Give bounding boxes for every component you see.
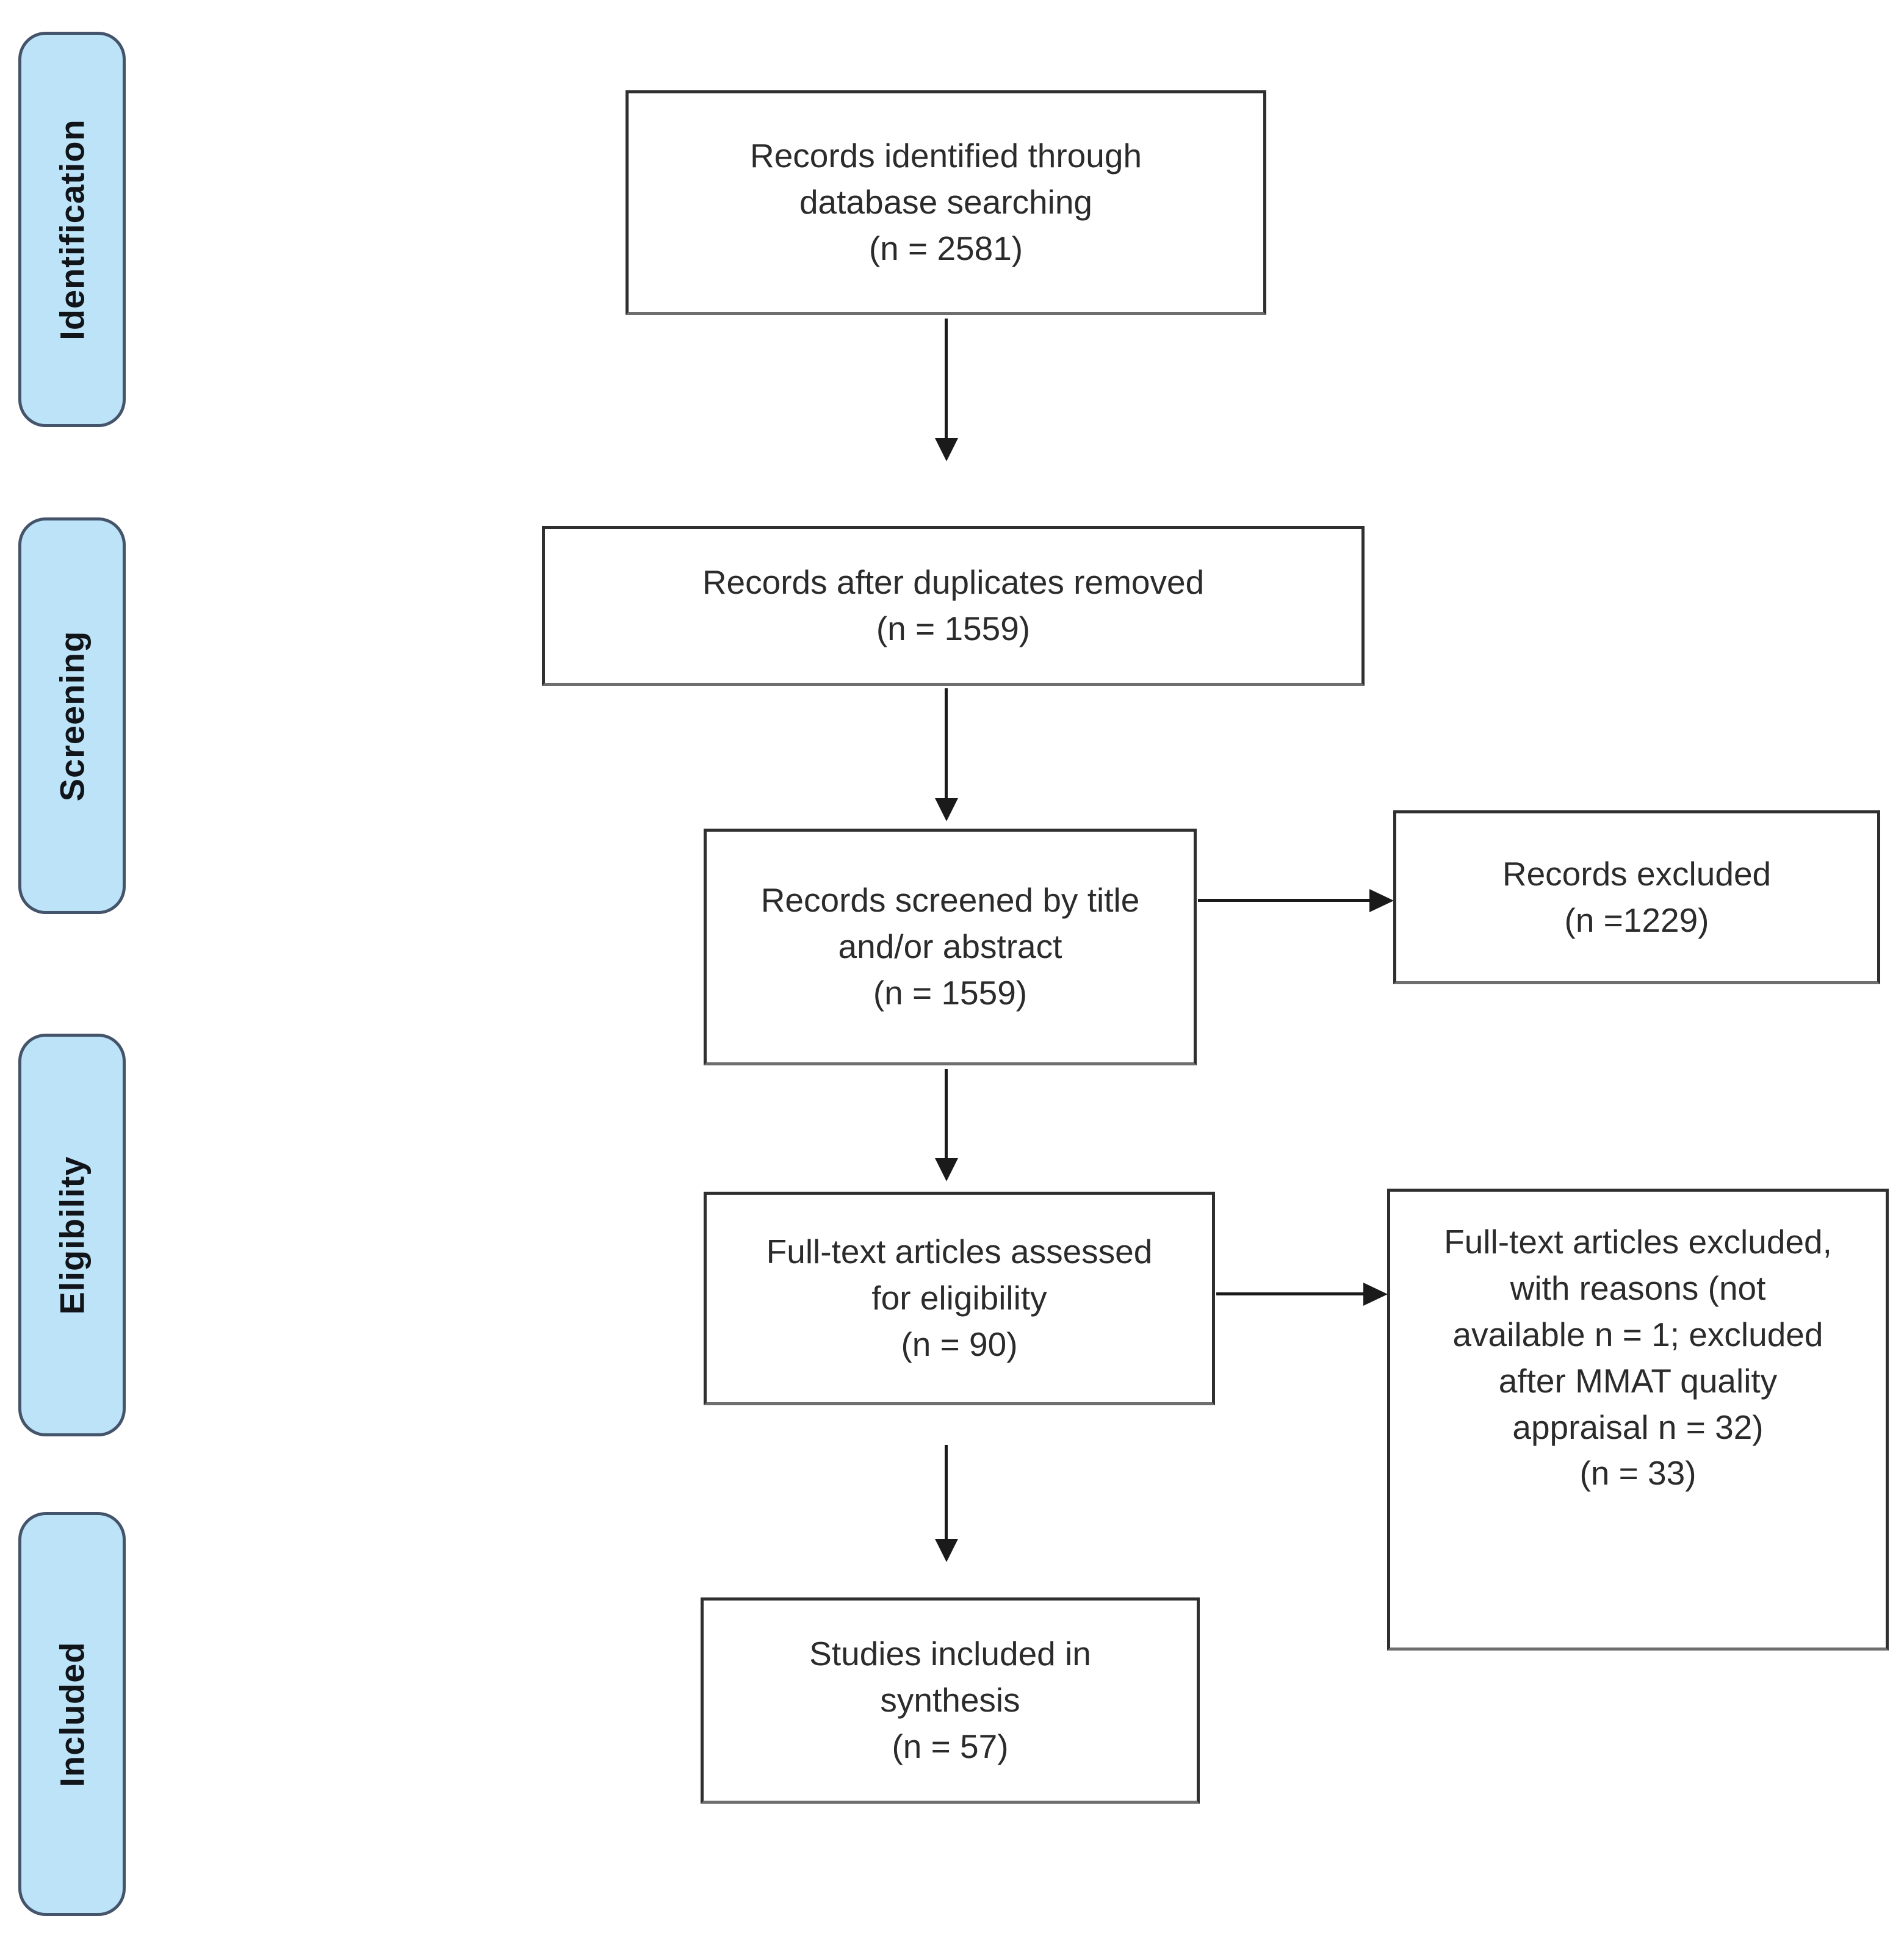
- box-fulltext-excluded-text: Full-text articles excluded, with reason…: [1444, 1223, 1832, 1493]
- box-studies-included-synthesis: Studies included in synthesis (n = 57): [701, 1597, 1200, 1804]
- stage-label-screening: Screening: [18, 517, 126, 914]
- box-studies-included-synthesis-text: Studies included in synthesis (n = 57): [809, 1635, 1091, 1765]
- arrow-assessed-to-synthesis-head-icon: [935, 1539, 958, 1562]
- arrow-deduplicated-to-screened-head-icon: [935, 798, 958, 821]
- box-fulltext-assessed-text: Full-text articles assessed for eligibil…: [766, 1233, 1153, 1363]
- arrow-screened-to-assessed-line: [945, 1069, 948, 1159]
- stage-label-eligibility-text: Eligibility: [52, 1156, 92, 1314]
- arrow-assessed-to-fulltext-excluded-head-icon: [1363, 1283, 1388, 1306]
- box-fulltext-excluded: Full-text articles excluded, with reason…: [1387, 1189, 1889, 1651]
- arrow-deduplicated-to-screened-line: [945, 688, 948, 799]
- box-records-identified-text: Records identified through database sear…: [749, 137, 1142, 267]
- box-records-excluded-text: Records excluded (n =1229): [1502, 854, 1772, 939]
- box-records-screened: Records screened by title and/or abstrac…: [704, 829, 1197, 1065]
- stage-label-included-text: Included: [52, 1641, 92, 1787]
- box-records-identified: Records identified through database sear…: [626, 90, 1266, 315]
- arrow-screened-to-assessed-head-icon: [935, 1158, 958, 1181]
- stage-label-identification-text: Identification: [52, 118, 92, 340]
- arrow-screened-to-records-excluded-head-icon: [1369, 889, 1394, 912]
- box-fulltext-assessed: Full-text articles assessed for eligibil…: [704, 1192, 1215, 1405]
- arrow-assessed-to-synthesis-line: [945, 1445, 948, 1540]
- arrow-identified-to-deduplicated-head-icon: [935, 438, 958, 461]
- stage-label-screening-text: Screening: [52, 630, 92, 801]
- box-records-excluded: Records excluded (n =1229): [1393, 810, 1880, 984]
- box-records-after-duplicates-removed-text: Records after duplicates removed (n = 15…: [702, 563, 1205, 647]
- arrow-screened-to-records-excluded-line: [1198, 899, 1371, 902]
- stage-label-eligibility: Eligibility: [18, 1034, 126, 1436]
- stage-label-identification: Identification: [18, 32, 126, 427]
- box-records-after-duplicates-removed: Records after duplicates removed (n = 15…: [542, 526, 1365, 686]
- arrow-identified-to-deduplicated-line: [945, 319, 948, 439]
- box-records-screened-text: Records screened by title and/or abstrac…: [760, 881, 1140, 1012]
- arrow-assessed-to-fulltext-excluded-line: [1216, 1292, 1365, 1295]
- stage-label-included: Included: [18, 1512, 126, 1916]
